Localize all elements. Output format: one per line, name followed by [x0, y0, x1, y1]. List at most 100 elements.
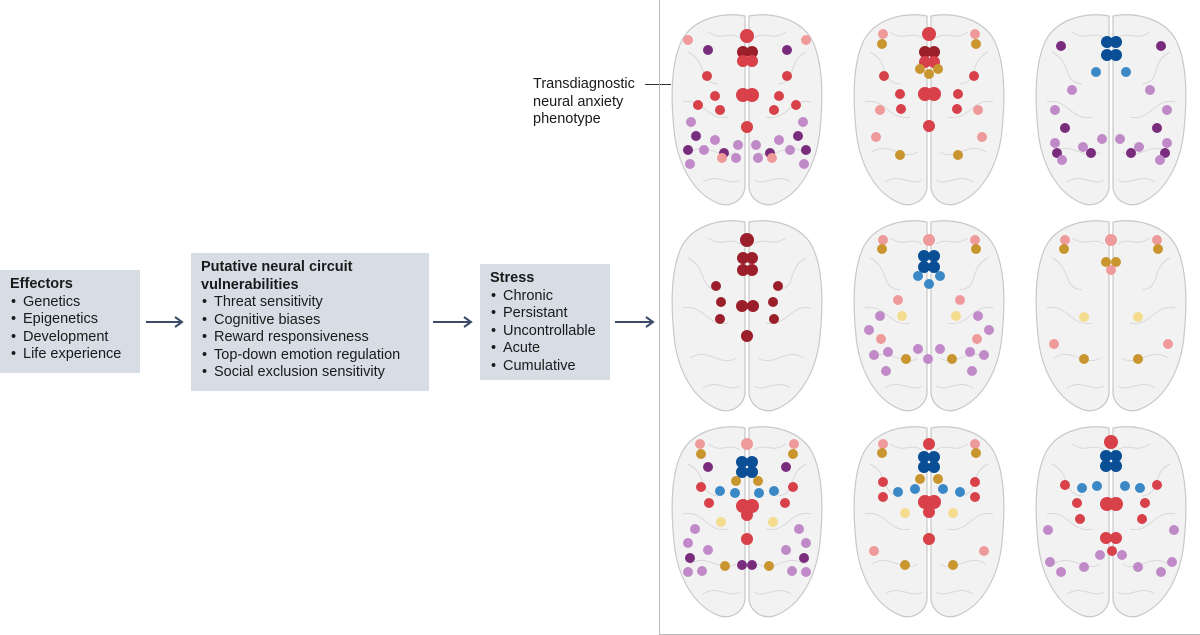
- node-lilac: [685, 159, 695, 169]
- phenotype-leader-line: [645, 84, 671, 85]
- left-hemisphere: [671, 220, 746, 412]
- node-pink: [979, 546, 989, 556]
- node-red: [953, 89, 963, 99]
- left-hemisphere: [1035, 14, 1110, 206]
- node-navy: [928, 461, 940, 473]
- brain-icon: [1035, 220, 1187, 412]
- stress-title: Stress: [490, 270, 535, 286]
- node-gold: [953, 150, 963, 160]
- node-red: [1060, 480, 1070, 490]
- brain-icon: [671, 14, 823, 206]
- node-purple: [683, 145, 693, 155]
- node-red: [927, 87, 941, 101]
- node-red: [1107, 546, 1117, 556]
- node-gold: [877, 448, 887, 458]
- node-dark-red: [919, 46, 931, 58]
- node-blue: [1120, 481, 1130, 491]
- node-dark-red: [773, 281, 783, 291]
- node-pink: [741, 438, 753, 450]
- node-red: [710, 91, 720, 101]
- stress-item: Acute: [490, 340, 600, 358]
- vulnerabilities-title: Putative neural circuit vulnerabilities: [201, 259, 353, 293]
- node-lilac: [1050, 138, 1060, 148]
- node-pink: [1152, 235, 1162, 245]
- node-dark-red: [736, 300, 748, 312]
- node-lilac: [1117, 550, 1127, 560]
- node-lilac: [774, 135, 784, 145]
- node-purple: [1156, 41, 1166, 51]
- node-pink: [683, 35, 693, 45]
- node-gold: [947, 354, 957, 364]
- vulnerabilities-box: Putative neural circuit vulnerabilities …: [191, 253, 429, 391]
- node-lilac: [697, 566, 707, 576]
- node-lilac: [781, 545, 791, 555]
- node-gold: [948, 560, 958, 570]
- node-purple: [1052, 148, 1062, 158]
- node-dark-red: [737, 46, 749, 58]
- node-gold: [764, 561, 774, 571]
- node-lilac: [965, 347, 975, 357]
- node-navy: [928, 261, 940, 273]
- node-lilac: [1056, 567, 1066, 577]
- node-pink: [893, 295, 903, 305]
- node-lilac: [923, 354, 933, 364]
- node-blue: [924, 279, 934, 289]
- right-hemisphere: [748, 426, 823, 618]
- node-purple: [1160, 148, 1170, 158]
- node-lilac: [1067, 85, 1077, 95]
- node-lilac: [683, 567, 693, 577]
- node-pink: [970, 235, 980, 245]
- node-purple: [737, 560, 747, 570]
- node-light-yellow: [716, 517, 726, 527]
- node-navy: [1101, 36, 1113, 48]
- node-purple: [1060, 123, 1070, 133]
- node-pink: [1060, 235, 1070, 245]
- node-navy: [1110, 36, 1122, 48]
- node-navy: [1110, 460, 1122, 472]
- brain-map-6: [1032, 218, 1190, 414]
- node-red: [878, 492, 888, 502]
- node-pink: [878, 235, 888, 245]
- brain-map-2: [850, 12, 1008, 208]
- node-red: [1109, 497, 1123, 511]
- node-blue: [1077, 483, 1087, 493]
- node-lilac: [1097, 134, 1107, 144]
- node-purple: [793, 131, 803, 141]
- node-red: [740, 29, 754, 43]
- node-gold: [933, 64, 943, 74]
- node-lilac: [751, 140, 761, 150]
- right-hemisphere: [930, 426, 1005, 618]
- stress-box: Stress Chronic Persistant Uncontrollable…: [480, 264, 610, 380]
- node-lilac: [875, 311, 885, 321]
- node-gold: [1133, 354, 1143, 364]
- node-lilac: [785, 145, 795, 155]
- node-lilac: [1134, 142, 1144, 152]
- node-dark-red: [746, 264, 758, 276]
- node-pink: [878, 439, 888, 449]
- node-dark-red: [768, 297, 778, 307]
- node-purple: [782, 45, 792, 55]
- gyri-texture: [864, 237, 994, 389]
- node-blue: [1091, 67, 1101, 77]
- node-blue: [938, 484, 948, 494]
- brain-icon: [1035, 14, 1187, 206]
- node-purple: [685, 553, 695, 563]
- node-navy: [1110, 49, 1122, 61]
- left-hemisphere: [1035, 426, 1110, 618]
- right-hemisphere: [748, 14, 823, 206]
- node-navy: [736, 456, 748, 468]
- node-lilac: [864, 325, 874, 335]
- node-navy: [928, 250, 940, 262]
- node-blue: [1135, 483, 1145, 493]
- gyri-texture: [682, 237, 812, 389]
- arrow-vulnerabilities-to-stress: [433, 316, 473, 328]
- node-lilac: [984, 325, 994, 335]
- node-gold: [788, 449, 798, 459]
- node-lilac: [703, 545, 713, 555]
- node-purple: [1086, 148, 1096, 158]
- right-hemisphere: [930, 220, 1005, 412]
- brain-map-1: [668, 12, 826, 208]
- node-red: [1075, 514, 1085, 524]
- node-red: [737, 55, 749, 67]
- node-lilac: [733, 140, 743, 150]
